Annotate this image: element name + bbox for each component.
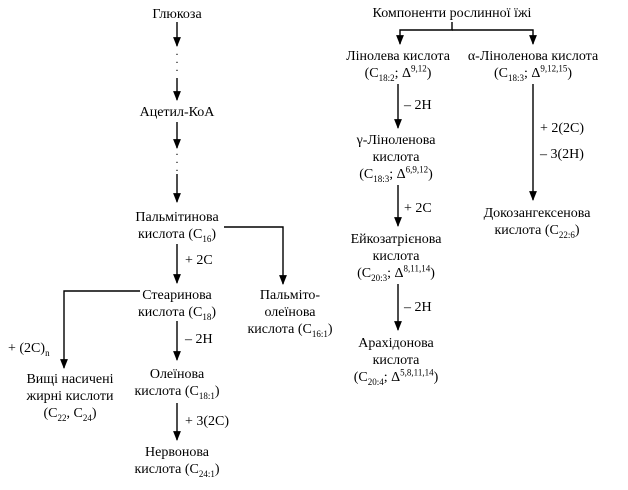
step-palmitic-stearic: + 2C [185,253,213,268]
node-acetyl-coa: Ацетил-КоА [139,105,215,120]
step-glinolenic-eicosatrienoic: + 2C [404,201,432,216]
arrow-plant-alinolenic [452,29,537,45]
step-stearic-oleic: – 2H [185,332,213,347]
node-docosahexaenoic-acid: Докозангексенова кислота (C22:6) [483,206,591,240]
arrow-stearic-higher [60,290,140,369]
dots-2: ··· [175,147,179,177]
step-eicosatrienoic-arachidonic: – 2H [404,300,432,315]
step-stearic-higher: + (2C)n [8,341,50,358]
node-oleic-acid: Олеїнова кислота (C18:1) [134,367,220,401]
node-alpha-linolenic-acid: α-Ліноленова кислота (C18:3; Δ9,12,15) [467,49,599,83]
step-alinolenic-plus: + 2(2C) [540,121,585,136]
node-palmitoleic-acid: Пальміто- олеїнова кислота (C16:1) [247,288,333,339]
node-plant-food-components: Компоненти рослинної їжі [372,6,532,21]
node-eicosatrienoic-acid: Ейкозатрієнова кислота (C20:3; Δ8,11,14) [350,232,442,283]
node-palmitic-acid: Пальмітинова кислота (C16) [135,210,219,244]
node-glucose: Глюкоза [152,7,202,22]
node-gamma-linolenic-acid: γ-Ліноленова кислота (C18:3; Δ6,9,12) [356,133,436,184]
arrow-plant-linoleic [396,22,453,45]
node-nervonic-acid: Нервонова кислота (C24:1) [134,445,220,479]
node-arachidonic-acid: Арахідонова кислота (C20:4; Δ5,8,11,14) [353,336,439,387]
step-linoleic-glinolenic: – 2H [404,98,432,113]
step-oleic-nervonic: + 3(2C) [185,414,230,429]
dots-1: ··· [175,47,179,77]
node-stearic-acid: Стеаринова кислота (C18) [138,288,216,322]
node-higher-saturated-fatty-acids: Вищі насичені жирні кислоти (C22, C24) [26,372,114,423]
arrow-palmitic-palmitoleic [224,226,287,285]
node-linoleic-acid: Лінолева кислота (C18:2; Δ9,12) [346,49,450,83]
step-alinolenic-minus: – 3(2H) [540,147,584,162]
